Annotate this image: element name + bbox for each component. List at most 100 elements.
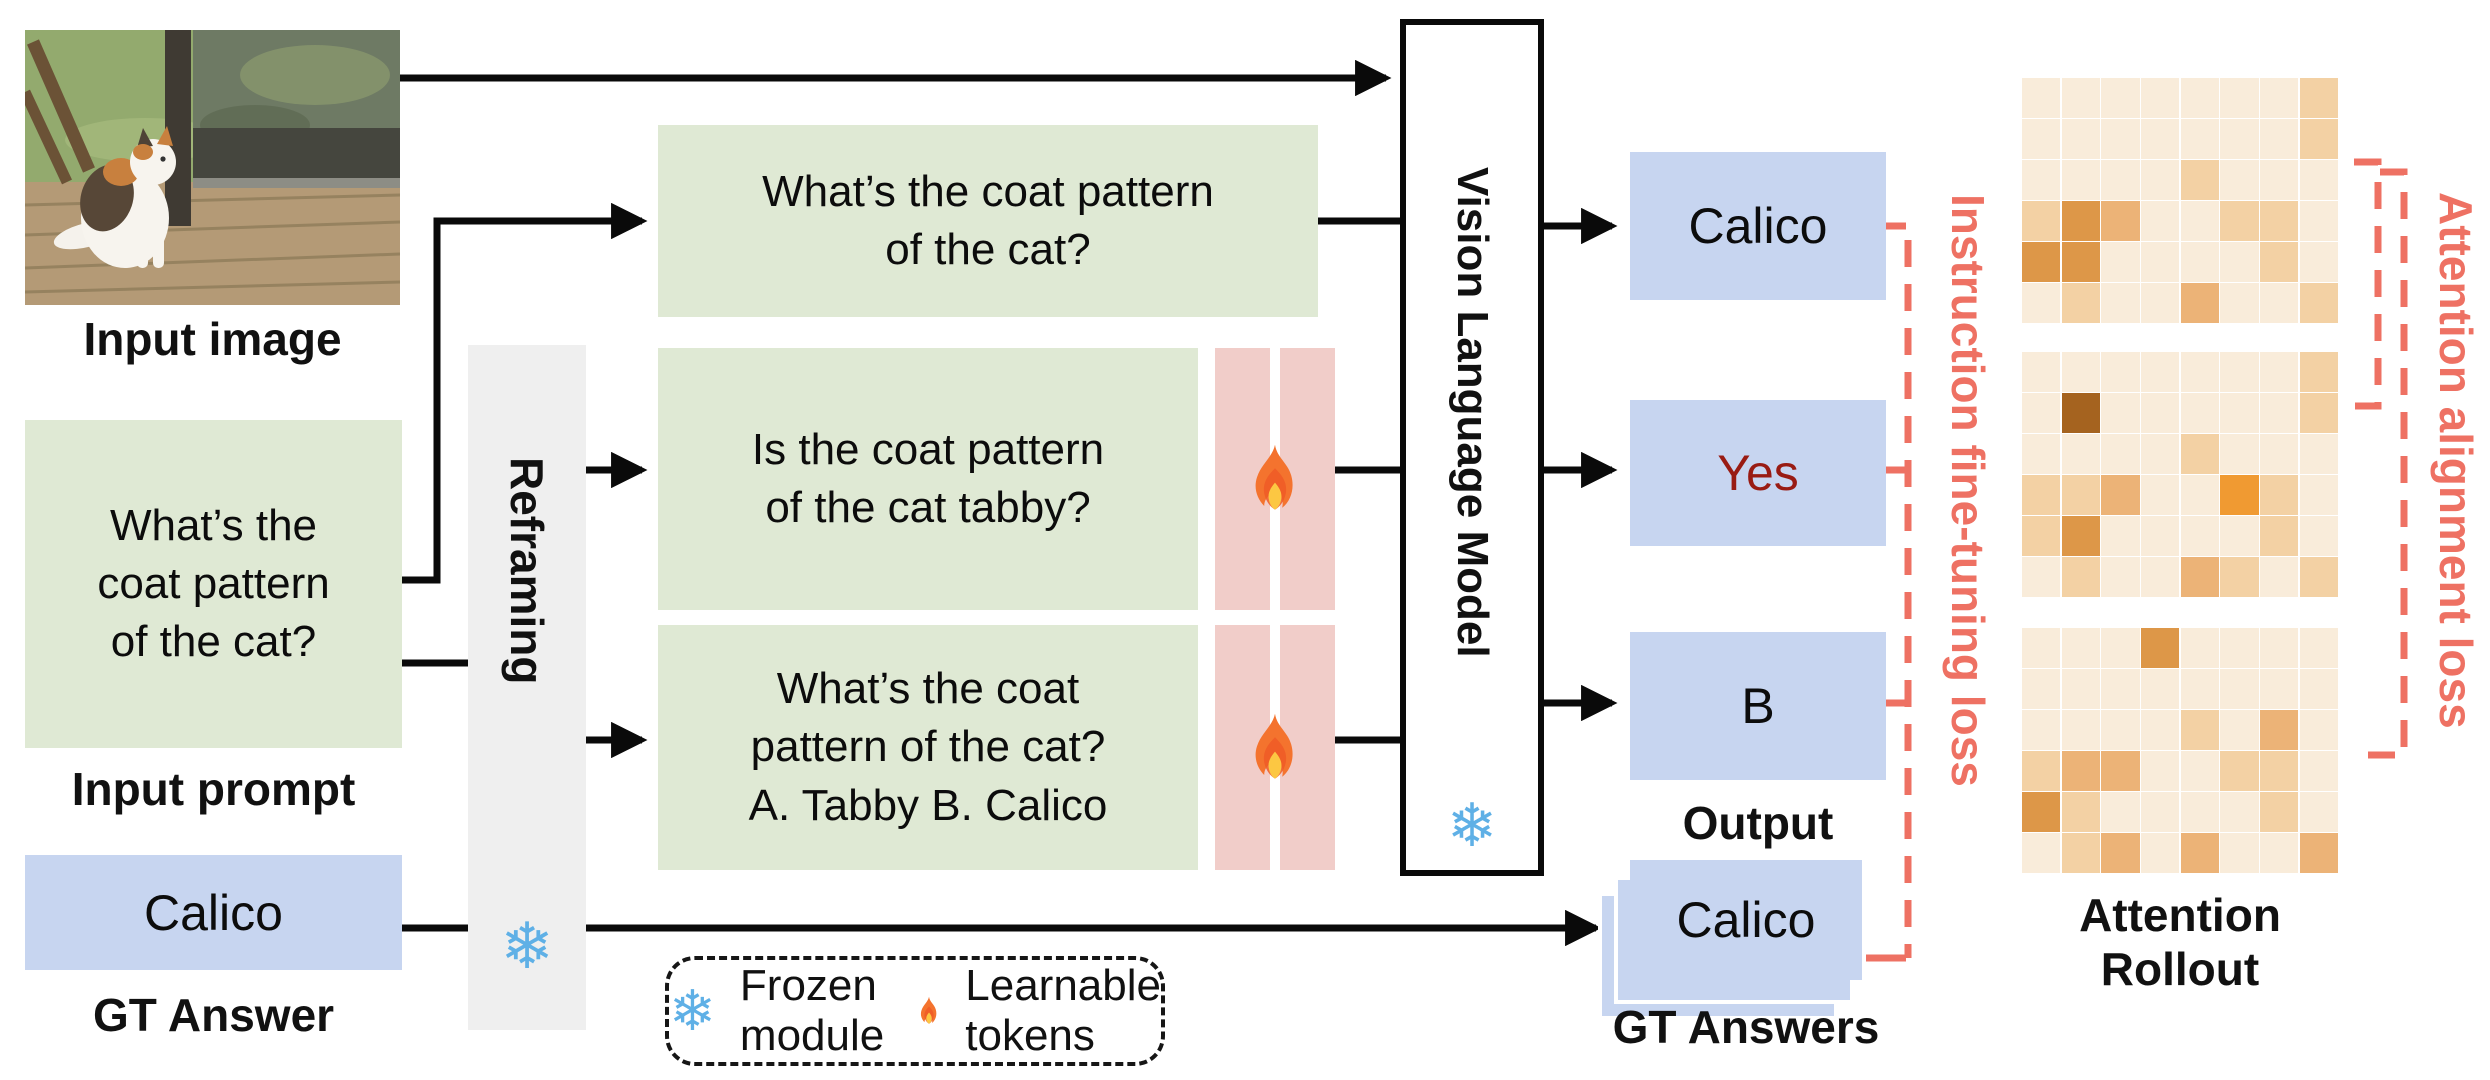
heatmap-cell (2299, 751, 2338, 791)
heatmap-cell (2101, 201, 2140, 241)
heatmap-cell (2260, 434, 2299, 474)
heatmap-cell (2061, 628, 2100, 668)
learnable-tokens-strip-2 (1215, 348, 1335, 610)
heatmap-cell (2299, 119, 2338, 159)
heatmap-cell (2061, 710, 2100, 750)
alignment-outer-bracket (2360, 168, 2408, 759)
heatmap-cell (2180, 160, 2219, 200)
heatmap-cell (2260, 201, 2299, 241)
heatmap-cell (2180, 393, 2219, 433)
cat-photo-illustration (20, 30, 415, 305)
heatmap-cell (2022, 393, 2061, 433)
heatmap-cell (2061, 242, 2100, 282)
heatmap-cell (2061, 434, 2100, 474)
legend-learnable-label: Learnable tokens (965, 961, 1161, 1060)
heatmap-cell (2141, 160, 2180, 200)
heatmap-cell (2260, 283, 2299, 323)
heatmap-cell (2101, 710, 2140, 750)
heatmap-cell (2022, 557, 2061, 597)
heatmap-cell (2180, 516, 2219, 556)
heatmap-cell (2299, 434, 2338, 474)
heatmap-cell (2260, 242, 2299, 282)
heatmap-cell (2299, 628, 2338, 668)
heatmap-cell (2101, 78, 2140, 118)
output-box-b: B (1630, 632, 1886, 780)
heatmap-cell (2061, 201, 2100, 241)
heatmap-cell (2141, 516, 2180, 556)
heatmap-cell (2260, 352, 2299, 392)
heatmap-cell (2022, 475, 2061, 515)
heatmap-cell (2180, 434, 2219, 474)
heatmap-cell (2061, 119, 2100, 159)
gt-answers-label: GT Answers (1612, 1001, 1880, 1053)
heatmap-cell (2141, 710, 2180, 750)
heatmap-cell (2180, 751, 2219, 791)
heatmap-cell (2180, 119, 2219, 159)
heatmap-cell (2220, 628, 2259, 668)
heatmap-cell (2141, 669, 2180, 709)
question-2-text: Is the coat pattern of the cat tabby? (751, 424, 1105, 532)
question-box-1: What’s the coat pattern of the cat? (658, 125, 1318, 317)
heatmap-cell (2260, 119, 2299, 159)
heatmap-cell (2299, 283, 2338, 323)
vision-language-model-box: Vision Language Model ❄ (1400, 19, 1544, 876)
heatmap-cell (2141, 475, 2180, 515)
heatmap-cell (2061, 78, 2100, 118)
heatmap-cell (2220, 557, 2259, 597)
output-box-calico: Calico (1630, 152, 1886, 300)
heatmap-cell (2141, 352, 2180, 392)
heatmap-cell (2022, 352, 2061, 392)
heatmap-cell (2022, 160, 2061, 200)
heatmap-cell (2220, 283, 2259, 323)
input-prompt-text: What’s the coat pattern of the cat? (97, 500, 330, 667)
heatmap-cell (2299, 393, 2338, 433)
heatmap-cell (2220, 669, 2259, 709)
heatmap-cell (2299, 160, 2338, 200)
heatmap-cell (2220, 833, 2259, 873)
output-label: Output (1682, 797, 1834, 849)
heatmap-cell (2022, 119, 2061, 159)
snowflake-icon: ❄ (500, 910, 554, 982)
heatmap-cell (2220, 710, 2259, 750)
heatmap-cell (2061, 792, 2100, 832)
heatmap-cell (2299, 201, 2338, 241)
heatmap-cell (2061, 557, 2100, 597)
instruction-loss-label-wrap: Instruction fine-tuning loss (1936, 175, 2000, 805)
heatmap-cell (2141, 393, 2180, 433)
question-box-2: Is the coat pattern of the cat tabby? (658, 348, 1198, 610)
heatmap-cell (2299, 516, 2338, 556)
heatmap-cell (2101, 119, 2140, 159)
heatmap-cell (2260, 393, 2299, 433)
instruction-loss-label: Instruction fine-tuning loss (1942, 193, 1994, 787)
calico-cat (53, 126, 176, 268)
heatmap-cell (2061, 751, 2100, 791)
heatmap-cell (2141, 78, 2180, 118)
heatmap-cell (2141, 833, 2180, 873)
heatmap-cell (2101, 751, 2140, 791)
arrow-prompt-to-q1 (402, 202, 648, 584)
heatmap-cell (2022, 833, 2061, 873)
heatmap-cell (2260, 751, 2299, 791)
heatmap-cell (2299, 352, 2338, 392)
loss-tick-marks (1866, 222, 1906, 962)
heatmap-cell (2180, 475, 2219, 515)
vlm-label: Vision Language Model (1448, 167, 1497, 658)
heatmap-cell (2022, 710, 2061, 750)
heatmap-cell (2299, 242, 2338, 282)
heatmap-cell (2180, 201, 2219, 241)
heatmap-cell (2260, 833, 2299, 873)
heatmap-cell (2220, 78, 2259, 118)
heatmap-cell (2260, 710, 2299, 750)
heatmap-cell (2141, 751, 2180, 791)
legend-box: ❄ Frozen module Learnable tokens (665, 956, 1165, 1066)
heatmap-cell (2180, 242, 2219, 282)
heatmap-cell (2180, 710, 2219, 750)
heatmap-cell (2220, 242, 2259, 282)
gt-answer-text: Calico (144, 884, 283, 941)
heatmap-cell (2061, 833, 2100, 873)
heatmap-cell (2022, 516, 2061, 556)
heatmap-cell (2061, 393, 2100, 433)
heatmap-cell (2299, 78, 2338, 118)
